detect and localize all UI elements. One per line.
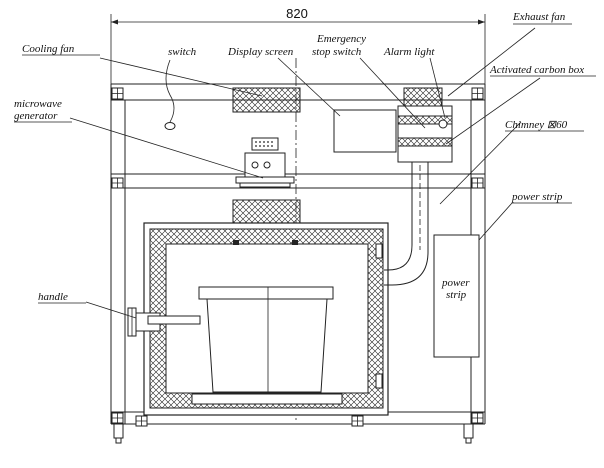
exhaust-fan bbox=[403, 87, 443, 107]
overall-width-dimension: 820 bbox=[110, 6, 486, 84]
label-chimney: Chimney ⊠60 bbox=[505, 119, 568, 131]
alarm-light bbox=[438, 119, 448, 129]
switch-knob bbox=[164, 122, 176, 130]
waveguide bbox=[232, 199, 301, 225]
chimney-pipe bbox=[384, 162, 429, 286]
activated-carbon-box bbox=[397, 105, 453, 163]
power-strip-inner-line2: strip bbox=[446, 289, 467, 301]
power-strip-inner-line1: power bbox=[441, 277, 470, 289]
display-screen bbox=[333, 109, 397, 153]
label-emergency-stop-line2: stop switch bbox=[312, 46, 362, 58]
sample-container bbox=[198, 286, 334, 393]
dimension-label: 820 bbox=[286, 6, 308, 21]
label-display-screen: Display screen bbox=[227, 46, 294, 58]
label-microwave-generator-line1: microwave bbox=[14, 98, 62, 110]
label-exhaust-fan: Exhaust fan bbox=[512, 11, 566, 23]
leader-lines bbox=[69, 27, 541, 319]
corner-blocks bbox=[111, 87, 484, 427]
label-microwave-generator-line2: generator bbox=[14, 110, 58, 122]
label-switch: switch bbox=[168, 46, 197, 58]
cabinet-feet bbox=[113, 423, 474, 444]
power-strip: power strip bbox=[433, 234, 480, 358]
label-alarm-light: Alarm light bbox=[383, 46, 435, 58]
label-power-strip: power strip bbox=[511, 191, 563, 203]
label-handle: handle bbox=[38, 291, 68, 303]
label-emergency-stop-line1: Emergency bbox=[316, 33, 366, 45]
microwave-generator bbox=[235, 137, 295, 188]
label-activated-carbon-box: Activated carbon box bbox=[489, 64, 584, 76]
door-handle bbox=[127, 307, 201, 337]
label-cooling-fan: Cooling fan bbox=[22, 43, 75, 55]
cooling-fan bbox=[232, 87, 301, 113]
labels: Cooling fan switch Display screen Emerge… bbox=[14, 11, 596, 304]
